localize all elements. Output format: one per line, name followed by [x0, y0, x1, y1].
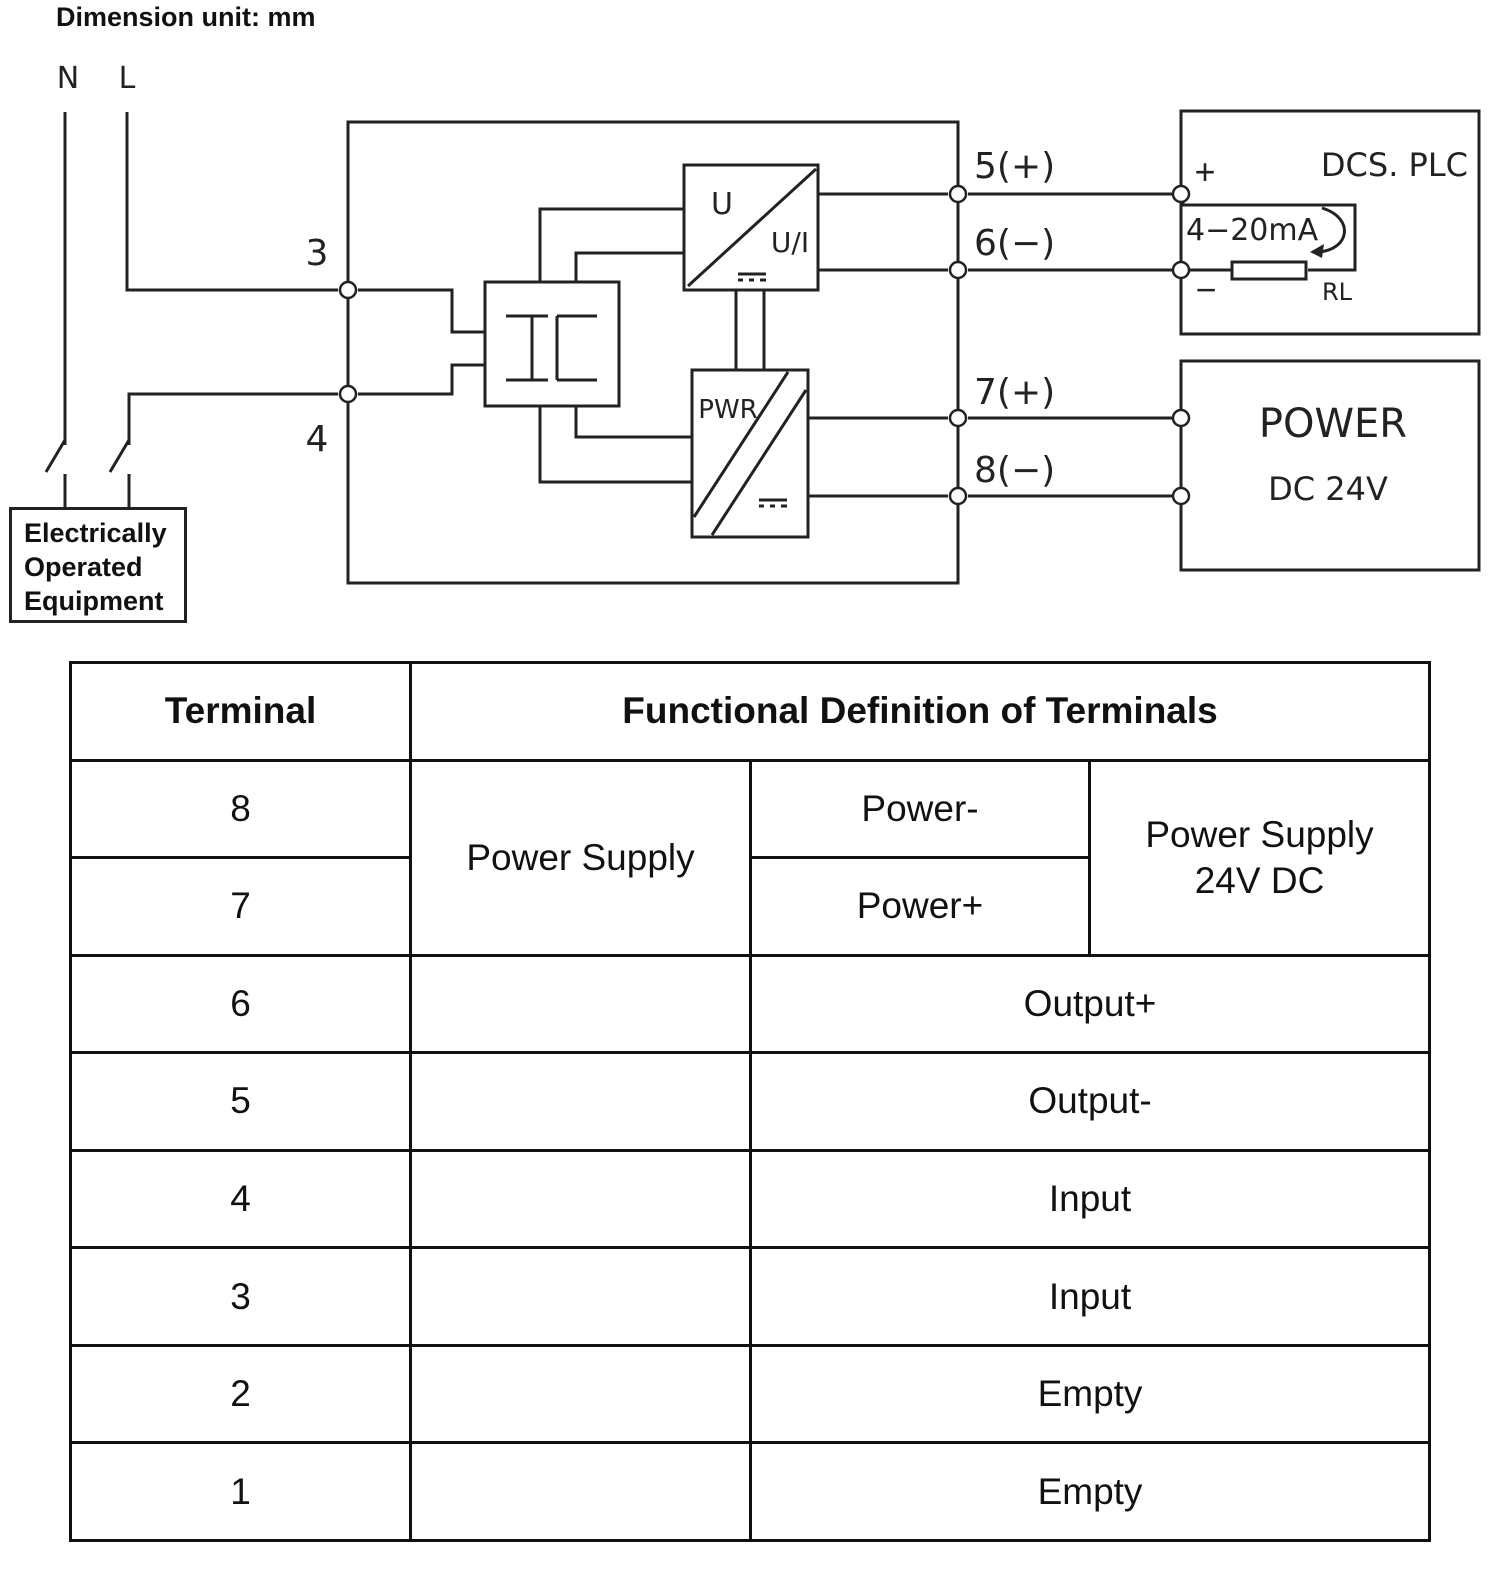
power-group-cell: Power Supply	[409, 758, 752, 957]
function-cell: Power-	[749, 758, 1091, 860]
neutral-wire	[44, 112, 67, 507]
converter-label-u: U	[711, 187, 733, 222]
function-cell: Input	[748, 1148, 1432, 1250]
power-supply-box	[1179, 359, 1481, 572]
terminal-cell: 1	[69, 1441, 412, 1542]
pwr-dc-symbol	[759, 498, 787, 508]
table-row: 7 Power+	[69, 856, 1430, 957]
terminal-definition-table: Terminal Functional Definition of Termin…	[69, 661, 1432, 1542]
terminal-cell: 4	[69, 1148, 412, 1250]
dcs-node-plus	[1171, 184, 1191, 204]
table-row: 2 Empty	[69, 1343, 1432, 1445]
equipment-label-line-1: Electrically	[24, 518, 167, 548]
transformer-to-pwr-a	[574, 406, 692, 439]
terminal-label-5: 5(+)	[974, 146, 1055, 187]
group-cell-empty	[409, 1148, 752, 1250]
terminal-cell: 5	[69, 1051, 412, 1152]
function-cell: Output+	[748, 953, 1432, 1055]
group-cell-empty	[409, 953, 752, 1055]
load-resistor	[1230, 260, 1308, 281]
group-cell-empty	[409, 1246, 752, 1347]
dcs-plc-box	[1179, 109, 1481, 336]
terminal-cell: 7	[69, 856, 412, 957]
terminal-node-4	[338, 384, 358, 404]
dcs-plus-sign: +	[1194, 151, 1215, 192]
terminal-label-7: 7(+)	[974, 372, 1055, 413]
power-box-title: POWER	[1259, 401, 1407, 447]
dimension-unit-heading: Dimension unit: mm	[56, 2, 316, 32]
terminal-node-6	[948, 260, 968, 280]
group-cell-empty	[409, 1441, 752, 1542]
equipment-label-line-3: Equipment	[24, 586, 164, 616]
function-cell: Output-	[748, 1051, 1432, 1152]
isolation-transformer	[483, 280, 621, 408]
terminal-cell: 3	[69, 1246, 412, 1347]
terminal-label-6: 6(−)	[974, 223, 1055, 264]
electrically-operated-equipment-box: Electrically Operated Equipment	[9, 507, 187, 623]
power-node-minus	[1171, 486, 1191, 506]
power-note-cell: Power Supply 24V DC	[1087, 758, 1432, 957]
power-box-subtitle: DC 24V	[1268, 470, 1388, 508]
group-cell-empty	[409, 1051, 752, 1152]
mains-label-l: L	[119, 61, 136, 96]
dcs-minus-sign: −	[1195, 269, 1216, 310]
load-resistor-label: RL	[1322, 278, 1353, 306]
table-row: 1 Empty	[69, 1441, 1432, 1542]
equipment-label-line-2: Operated	[24, 552, 143, 582]
terminal-label-4: 4	[306, 419, 329, 460]
module-enclosure	[346, 120, 960, 585]
converter-diagonal	[686, 167, 818, 288]
dcs-plc-title: DCS. PLC	[1321, 146, 1468, 184]
table-row: 5 Output-	[69, 1051, 1432, 1152]
terminal-cell: 8	[69, 758, 412, 860]
table-row: 4 Input	[69, 1148, 1432, 1250]
header-definition: Functional Definition of Terminals	[408, 661, 1432, 762]
converter-label-ui: U/I	[771, 226, 809, 259]
dcs-node-minus	[1171, 260, 1191, 280]
group-cell-empty	[409, 1343, 752, 1445]
mains-label-n: N	[57, 61, 79, 96]
wiring-diagram: N L 3 4 U U/I PWR 5(+) 6(−) 7(+) 8(−)	[44, 61, 1481, 585]
transformer-to-pwr-b	[538, 406, 692, 484]
terminal-node-7	[948, 408, 968, 428]
signal-range-label: 4−20mA	[1186, 213, 1319, 248]
current-arrow	[1317, 206, 1346, 254]
function-cell: Input	[748, 1246, 1432, 1347]
live-wire	[125, 112, 338, 292]
transformer-to-converter-b	[574, 251, 684, 282]
transformer-to-converter-a	[538, 207, 684, 282]
terminal-node-5	[948, 184, 968, 204]
terminal-cell: 2	[69, 1343, 412, 1445]
switched-wire	[108, 392, 338, 507]
terminal-label-3: 3	[306, 233, 329, 274]
pwr-label: PWR	[698, 395, 757, 425]
table-row: 8 Power Supply Power- Power Supply 24V D…	[69, 758, 1432, 957]
terminal-cell: 6	[69, 953, 412, 1055]
header-terminal: Terminal	[69, 661, 412, 762]
function-cell: Empty	[748, 1441, 1432, 1542]
power-node-plus	[1171, 408, 1191, 428]
table-header-row: Terminal Functional Definition of Termin…	[69, 661, 1432, 762]
function-cell: Power+	[749, 856, 1091, 957]
terminal-node-3	[338, 280, 358, 300]
input-wire-4	[358, 363, 485, 396]
terminal-node-8	[948, 486, 968, 506]
pwr-diagonal	[692, 371, 808, 536]
table-row: 3 Input	[69, 1246, 1432, 1347]
input-wire-3	[358, 288, 485, 334]
converter-pwr-link	[734, 290, 766, 370]
current-arrow-head	[1310, 244, 1324, 258]
pwr-module	[690, 368, 810, 539]
table-row: 6 Output+	[69, 953, 1432, 1055]
power-note-line-2: 24V DC	[1194, 859, 1325, 901]
transformer-symbol	[506, 314, 597, 382]
power-note-line-1: Power Supply	[1145, 813, 1374, 855]
function-cell: Empty	[748, 1343, 1432, 1445]
converter-dc-symbol	[738, 272, 766, 282]
terminal-label-8: 8(−)	[974, 450, 1055, 491]
